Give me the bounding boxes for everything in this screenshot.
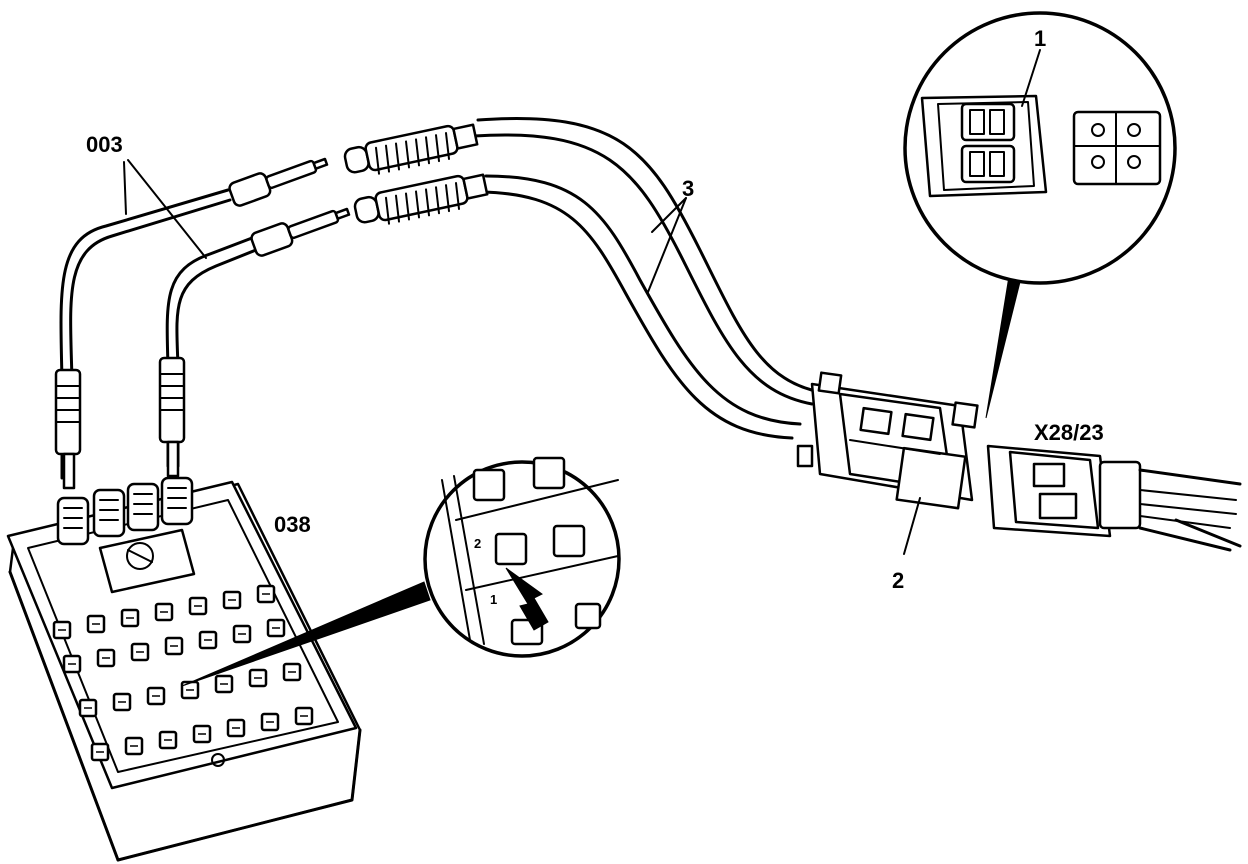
socket-rib — [385, 196, 390, 225]
socket-rib — [385, 144, 390, 173]
label-1: 1 — [1034, 26, 1046, 51]
socket-rib — [415, 190, 420, 219]
socket-rib — [445, 132, 450, 161]
leader-lines — [123, 159, 921, 555]
socket-rib — [405, 192, 410, 221]
label-pin-1: 1 — [490, 592, 497, 607]
label-038: 038 — [274, 512, 311, 537]
test-leads-003 — [54, 157, 351, 490]
adapter-cables-3 — [343, 117, 822, 440]
label-003: 003 — [86, 132, 123, 157]
label-2: 2 — [892, 568, 904, 593]
socket-rib — [455, 182, 460, 211]
detail-view-pin-1 — [903, 11, 1177, 419]
socket-ribs — [375, 132, 460, 225]
connector-x28-23 — [986, 444, 1242, 552]
detail-view-jack — [181, 456, 621, 687]
test-jack-grid — [52, 584, 314, 762]
banana-sockets — [56, 476, 194, 546]
socket-rib — [405, 140, 410, 169]
test-box-038 — [6, 476, 362, 862]
socket-rib — [425, 188, 430, 217]
arrow-icon — [505, 567, 549, 631]
socket-rib — [415, 138, 420, 167]
label-3: 3 — [682, 176, 694, 201]
socket-rib — [425, 136, 430, 165]
socket-rib — [435, 186, 440, 215]
socket-rib — [375, 146, 380, 175]
adapter-connector-2 — [796, 371, 979, 510]
label-pin-2: 2 — [474, 536, 481, 551]
socket-rib — [445, 184, 450, 213]
socket-rib — [395, 142, 400, 171]
socket-rib — [395, 194, 400, 223]
label-x28-23: X28/23 — [1034, 420, 1104, 445]
socket-rib — [435, 134, 440, 163]
